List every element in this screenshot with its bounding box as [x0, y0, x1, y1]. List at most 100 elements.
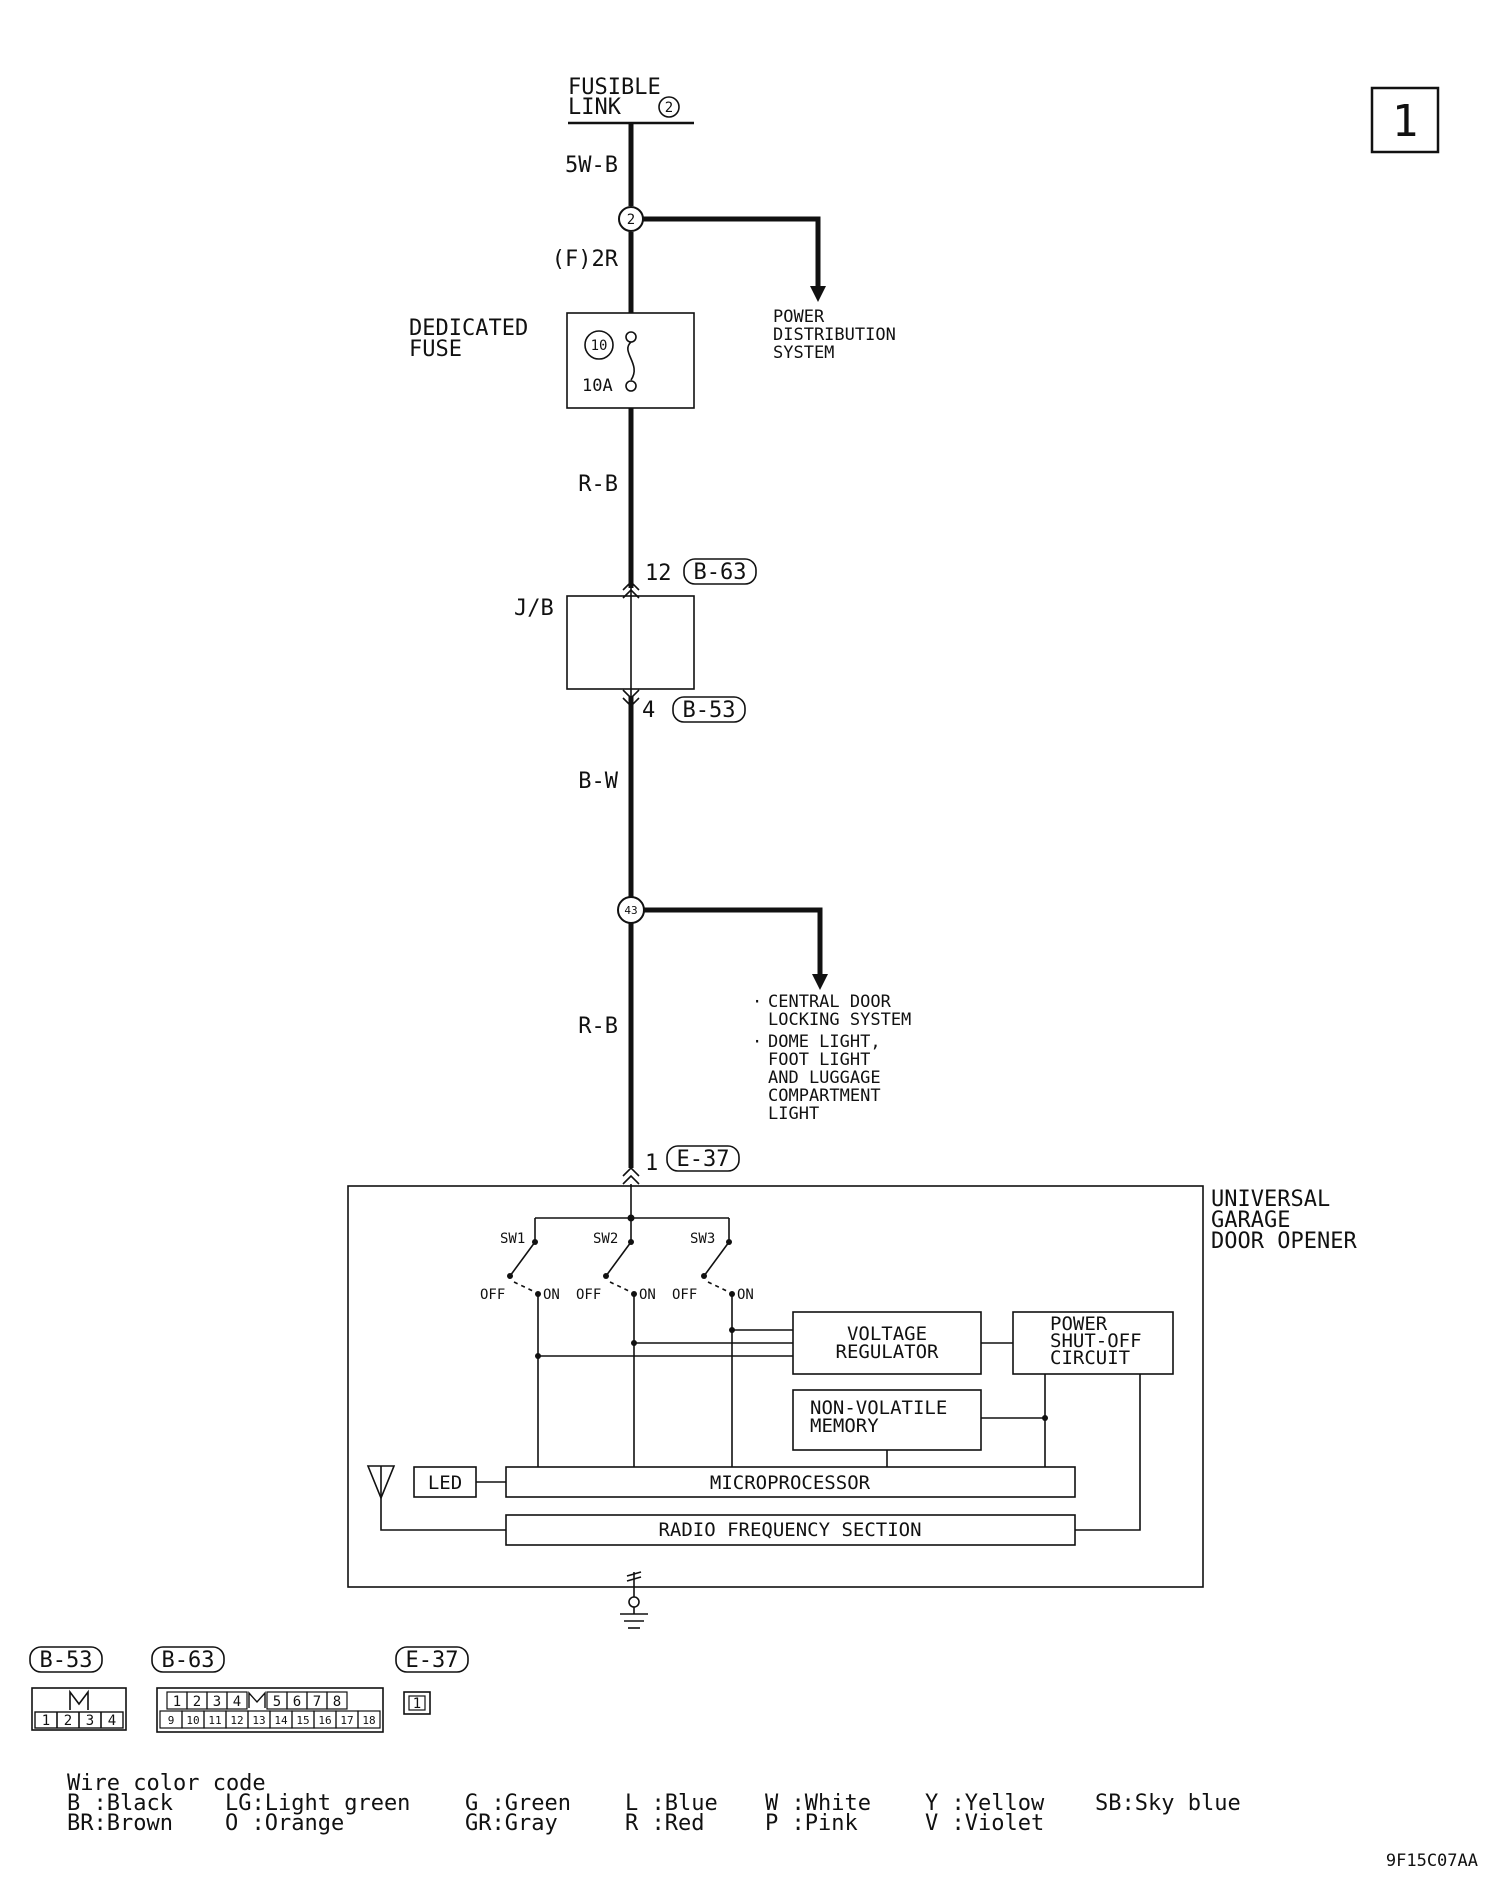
color-code-entry: BR:Brown [67, 1811, 173, 1836]
color-code-entry: O :Orange [225, 1811, 344, 1836]
branch-bullet-2: · [752, 1032, 762, 1052]
color-code-entry: G :Green [465, 1791, 571, 1816]
conn-b63-pin: 8 [333, 1694, 341, 1710]
dedicated-fuse-box [566, 312, 695, 409]
sw1-label: SW1 [500, 1231, 525, 1247]
power-shutoff-label-2: SHUT-OFF [1050, 1330, 1142, 1352]
conn-e37-view-tag-box [395, 1646, 469, 1673]
color-code-entry: B :Black [67, 1791, 173, 1816]
sw1-lever [509, 1241, 536, 1277]
garage-door-opener-box [347, 1185, 1204, 1588]
junction-43-number: 43 [624, 904, 637, 917]
conn-b63-pin: 10 [186, 1714, 199, 1727]
power-distribution-2: DISTRIBUTION [773, 325, 896, 345]
conn-b53-tag: B-53 [683, 698, 736, 723]
conn-b63-pin: 12 [230, 1714, 243, 1727]
sw3-on-dash [707, 1281, 730, 1293]
microprocessor-label: MICROPROCESSOR [710, 1472, 871, 1494]
conn-e37-tag: E-37 [677, 1147, 730, 1172]
power-distribution-3: SYSTEM [773, 343, 834, 363]
dedicated-fuse-label-1: DEDICATED [409, 316, 528, 341]
fuse-number: 10 [591, 338, 608, 354]
fuse-rating: 10A [582, 376, 613, 396]
sw1-on-dash [513, 1281, 536, 1293]
conn-b53-pin-1: 1 [42, 1713, 50, 1729]
color-code-entry: P :Pink [765, 1811, 858, 1836]
ground-mark-1 [626, 1571, 642, 1577]
wire-label-5w-b: 5W-B [565, 153, 618, 178]
sw3-on: ON [737, 1287, 754, 1303]
conn-b63-pin: 11 [208, 1714, 221, 1727]
page-number-box [1370, 86, 1440, 154]
rf-section-label: RADIO FREQUENCY SECTION [658, 1519, 921, 1541]
color-code-legend: B :Black LG:Light green G :Green L :Blue W :… [67, 1791, 1241, 1836]
sw2-label: SW2 [593, 1231, 618, 1247]
conn-b63-pin-cell [226, 1691, 248, 1710]
conn-b63-pin: 2 [193, 1694, 201, 1710]
conn-b63-view-tag: B-63 [162, 1648, 215, 1673]
jb-connector-bottom [622, 689, 640, 700]
branch-item2-line4: COMPARTMENT [768, 1086, 881, 1106]
sw1-on: ON [543, 1287, 560, 1303]
color-code-entry: GR:Gray [465, 1811, 558, 1836]
conn-b63-pin: 9 [168, 1714, 175, 1727]
voltage-regulator-label-1: VOLTAGE [847, 1323, 927, 1345]
opener-title-3: DOOR OPENER [1211, 1229, 1357, 1254]
conn-b63-pin: 15 [296, 1714, 309, 1727]
sw1-off: OFF [480, 1287, 505, 1303]
e37-connector-mark-2 [622, 1174, 640, 1185]
conn-e37-pin-box [408, 1695, 426, 1711]
conn-b63-pin: 13 [252, 1714, 265, 1727]
conn-b63-pin: 3 [213, 1694, 221, 1710]
conn-b63-housing [156, 1687, 384, 1733]
color-code-entry: L :Blue [625, 1791, 718, 1816]
voltage-regulator-label-2: REGULATOR [836, 1341, 940, 1363]
conn-b63-pin: 4 [233, 1694, 241, 1710]
voltage-regulator-box [792, 1311, 982, 1375]
color-code-entry: Y :Yellow [925, 1791, 1045, 1816]
power-distribution-1: POWER [773, 307, 825, 327]
branch-item2-line3: AND LUGGAGE [768, 1068, 881, 1088]
sw3-lever [703, 1241, 730, 1277]
conn-b53-key [69, 1689, 89, 1710]
opener-title-2: GARAGE [1211, 1208, 1290, 1233]
color-code-entry: W :White [765, 1791, 871, 1816]
sw2-on: ON [639, 1287, 656, 1303]
conn-b63-pin: 14 [274, 1714, 288, 1727]
sw2-pivot [603, 1273, 609, 1279]
arrow-power-distribution [810, 286, 826, 302]
fuse-terminal-bottom [625, 380, 637, 392]
conn-e37-view-tag: E-37 [406, 1648, 459, 1673]
fusible-link-label-1: FUSIBLE [568, 75, 661, 100]
led-box [413, 1466, 477, 1498]
dedicated-fuse-label-2: FUSE [409, 337, 462, 362]
power-shutoff-box [1012, 1311, 1174, 1375]
conn-b63-pin-cell [357, 1710, 381, 1729]
rf-section-box [505, 1514, 1076, 1546]
color-code-entry: LG:Light green [225, 1791, 410, 1816]
conn-b63-view-tag-box [151, 1646, 225, 1673]
page-number: 1 [1392, 96, 1419, 147]
e37-connector-mark-1 [622, 1166, 640, 1177]
jb-label: J/B [514, 596, 554, 621]
branch-item2-line2: FOOT LIGHT [768, 1050, 870, 1070]
memory-label-1: NON-VOLATILE [810, 1397, 947, 1419]
conn-b63-pin: 1 [173, 1694, 181, 1710]
conn-b63-pin: 18 [362, 1714, 375, 1727]
e37-pin: 1 [645, 1151, 658, 1176]
fusible-link-label-2: LINK [568, 95, 622, 120]
wire-label-r-b-lower: R-B [578, 1014, 618, 1039]
branch-item1-line2: LOCKING SYSTEM [768, 1010, 911, 1030]
sw3-label: SW3 [690, 1231, 715, 1247]
memory-label-2: MEMORY [810, 1415, 879, 1437]
jb-pin-top: 12 [645, 561, 672, 586]
jb-connector-top [622, 580, 640, 591]
branch-item2-line1: DOME LIGHT, [768, 1032, 881, 1052]
conn-b53-pin-3: 3 [86, 1713, 94, 1729]
antenna-to-rf-wire [380, 1466, 506, 1531]
conn-b63-pin: 6 [293, 1694, 301, 1710]
led-label: LED [428, 1472, 462, 1494]
conn-e37-housing [403, 1691, 431, 1715]
